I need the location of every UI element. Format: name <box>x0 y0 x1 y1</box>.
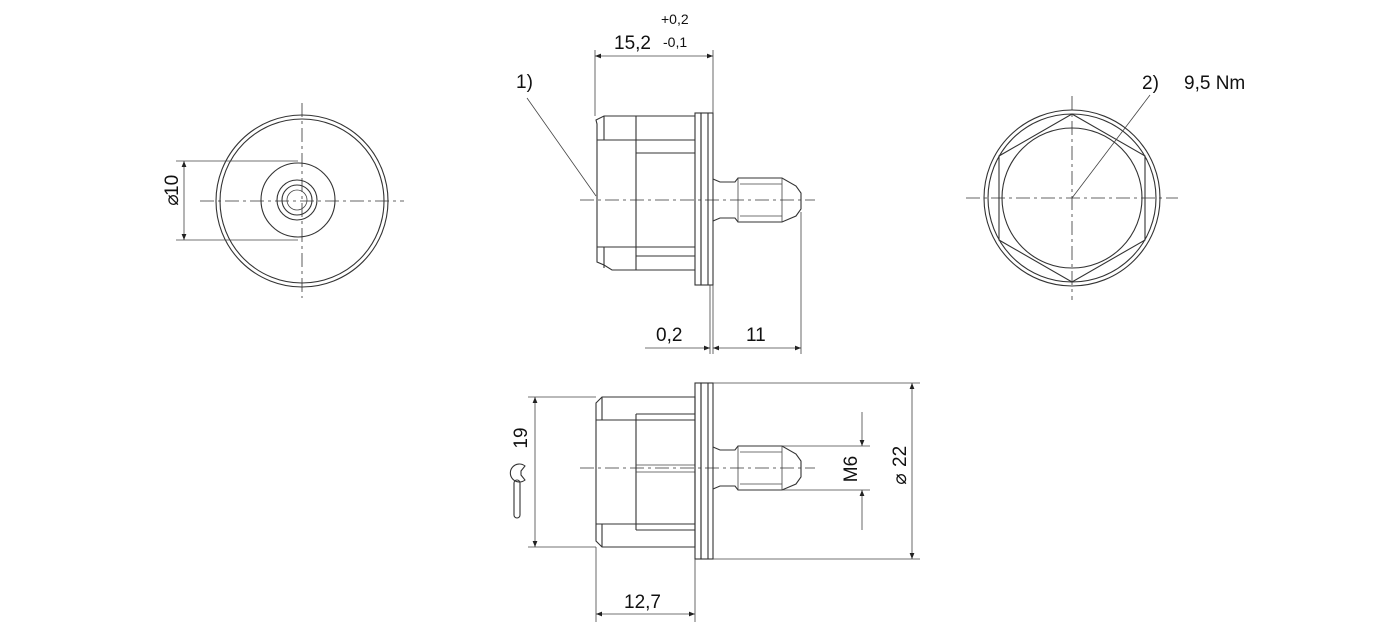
note1-label: 1) <box>516 72 533 93</box>
bottom-side-view: 19 12,7 M6 ⌀ 22 <box>509 382 920 622</box>
right-end-view: 2) 9,5 Nm <box>966 73 1245 300</box>
diameter-symbol: ⌀ <box>162 194 183 205</box>
top-side-view: 15,2 +0,2 -0,1 1) 0,2 11 <box>516 11 815 354</box>
tol-upper-label: +0,2 <box>661 11 689 27</box>
diameter-symbol: ⌀ <box>890 473 911 484</box>
length-nominal-label: 15,2 <box>614 33 651 54</box>
gap-label: 0,2 <box>656 325 682 346</box>
wrench-size-label: 19 <box>511 427 532 448</box>
pin-length-label: 11 <box>746 325 766 346</box>
dia-flange-label: 22 <box>890 446 911 467</box>
body-length-label: 12,7 <box>624 592 661 613</box>
tol-lower-label: -0,1 <box>663 34 687 50</box>
thread-label: M6 <box>841 456 862 482</box>
note2-torque: 9,5 Nm <box>1184 73 1245 94</box>
wrench-icon <box>509 463 526 519</box>
note2-marker: 2) <box>1142 73 1159 94</box>
dia-small-label: 10 <box>162 175 183 196</box>
left-end-view: ⌀ 10 <box>162 103 404 298</box>
